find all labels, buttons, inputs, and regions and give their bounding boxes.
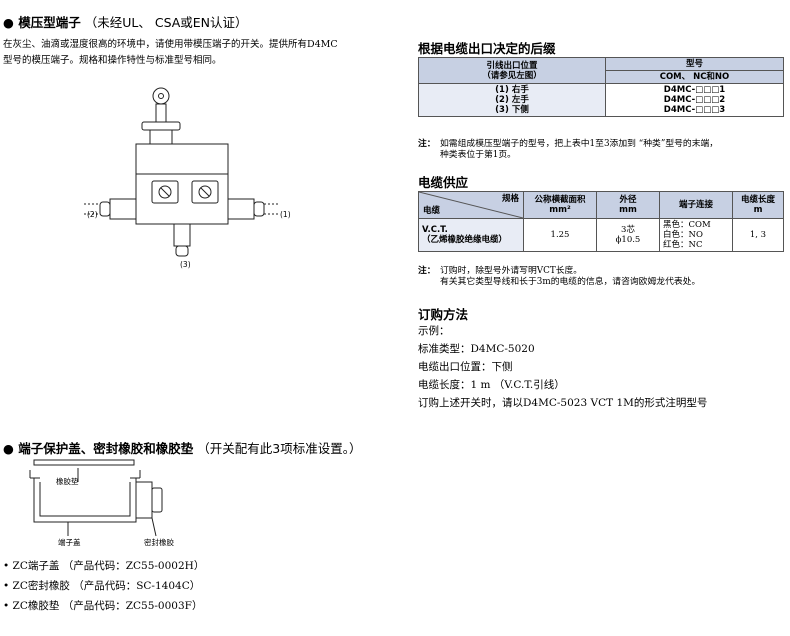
cable-head-term: 端子连接 — [659, 191, 733, 219]
cable-row-term-line1: 黑色：COM — [663, 220, 711, 230]
label-seal: 密封橡胶 — [144, 537, 174, 547]
cable-head-spec: 规格 — [501, 194, 519, 204]
cable-table: 规格 电缆 公称横截面积 mm² 外径 mm 端子连接 电缆长度 m V.C.T… — [418, 191, 784, 252]
label-cover: 端子盖 — [58, 537, 81, 547]
order-line-1: 示例： — [418, 325, 450, 337]
diagram-label-left: (2) — [87, 210, 98, 219]
order-line-5: 订购上述开关时，请以D4MC-5023 VCT 1M的形式注明型号 — [418, 397, 708, 409]
diagram-label-bottom: (3) — [180, 260, 191, 269]
cable-head-od-line2: mm — [619, 205, 637, 215]
suffix-head-position-line2: （请参见左图） — [482, 70, 542, 81]
cable-row-od: 3芯 ϕ10.5 — [596, 218, 660, 252]
roller-shape — [152, 87, 170, 105]
diagram-label-right: (1) — [280, 210, 291, 219]
cable-row-name-line1: V.C.T. — [422, 225, 448, 235]
suffix-model-3: D4MC-□□□3 — [663, 105, 726, 115]
section2-title-main: ● 端子保护盖、密封橡胶和橡胶垫 — [3, 441, 194, 456]
suffix-note-line2: 种类表位于第1页。 — [440, 150, 516, 160]
order-lines: 示例： 标准类型：D4MC-5020 电缆出口位置：下侧 电缆长度：1 m （V… — [418, 322, 707, 412]
section1-title: ● 模压型端子 （未经UL、 CSA或EN认证） — [3, 12, 248, 31]
cable-row-len: 1, 3 — [732, 218, 784, 252]
cable-row-area: 1.25 — [523, 218, 597, 252]
suffix-head-position: 引线出口位置 （请参见左图） — [418, 57, 606, 84]
order-line-4: 电缆长度：1 m （V.C.T.引线） — [418, 379, 565, 391]
cable-head-len-line1: 电缆长度 — [740, 195, 775, 205]
cable-head-area-line2: mm² — [549, 205, 571, 215]
accessory-item-1: • ZC端子盖 （产品代码：ZC55-0002H） — [3, 560, 205, 572]
suffix-pos-1: (1) 右手 — [495, 85, 529, 95]
order-line-3: 电缆出口位置：下侧 — [418, 361, 513, 373]
terminal-cover-diagram: 橡胶垫 端子盖 密封橡胶 — [29, 459, 174, 547]
section2-title: ● 端子保护盖、密封橡胶和橡胶垫 （开关配有此3项标准设置。） — [3, 438, 361, 457]
cable-head-area: 公称横截面积 mm² — [523, 191, 597, 219]
suffix-pos-2: (2) 左手 — [495, 95, 529, 105]
suffix-note-label: 注： — [418, 139, 436, 149]
cable-note-line1: 订购时，除型号外请写明VCT长度。 — [440, 266, 583, 276]
suffix-note: 注： 如需组成模压型端子的型号，把上表中1至3添加到 “种类”型号的末端， 种类… — [418, 139, 788, 161]
order-title: 订购方法 — [418, 307, 469, 322]
cable-head-len: 电缆长度 m — [732, 191, 784, 219]
label-gasket: 橡胶垫 — [56, 476, 79, 486]
suffix-model-2: D4MC-□□□2 — [663, 95, 726, 105]
cable-head-od-line1: 外径 — [619, 195, 637, 205]
cable-row-od-line2: ϕ10.5 — [615, 235, 641, 245]
section1-desc-line2: 型号的模压端子。规格和操作特性与标准型号相同。 — [3, 55, 222, 66]
section1-desc-line1: 在灰尘、油滴或湿度很高的环境中，请使用带模压端子的开关。提供所有D4MC — [3, 39, 338, 50]
cable-note-label: 注： — [418, 266, 436, 276]
cable-head-cable: 电缆 — [423, 206, 441, 216]
cable-title: 电缆供应 — [418, 175, 469, 190]
molded-terminal-diagram: (2) (1) (3) — [84, 87, 291, 269]
section1-description: 在灰尘、油滴或湿度很高的环境中，请使用带模压端子的开关。提供所有D4MC 型号的… — [3, 37, 398, 69]
cable-row-name: V.C.T. （乙烯橡胶绝缘电缆） — [418, 218, 524, 252]
cable-row-term-line3: 红色：NC — [663, 240, 703, 250]
cable-head-len-line2: m — [753, 205, 763, 215]
cable-note-line2: 有关其它类型导线和长于3m的电缆的信息，请咨询欧姆龙代表处。 — [440, 277, 701, 287]
suffix-head-model: 型号 — [605, 57, 784, 71]
cable-row-od-line1: 3芯 — [621, 225, 635, 235]
section1-title-paren: （未经UL、 CSA或EN认证） — [84, 15, 248, 30]
suffix-title: 根据电缆出口决定的后缀 — [418, 41, 556, 56]
cable-row-term-line2: 白色：NO — [663, 230, 703, 240]
section1-title-main: ● 模压型端子 — [3, 15, 81, 30]
cable-note: 注： 订购时，除型号外请写明VCT长度。 有关其它类型导线和长于3m的电缆的信息… — [418, 266, 788, 288]
suffix-pos-3: (3) 下侧 — [495, 105, 529, 115]
seal-shape — [135, 481, 153, 519]
suffix-table: 引线出口位置 （请参见左图） 型号 COM、 NC和NO (1) 右手 (2) … — [418, 57, 784, 117]
order-line-2: 标准类型：D4MC-5020 — [418, 343, 535, 355]
suffix-head-model-sub: COM、 NC和NO — [605, 70, 784, 84]
gasket-shape — [33, 459, 135, 466]
suffix-note-line1: 如需组成模压型端子的型号，把上表中1至3添加到 “种类”型号的末端， — [440, 139, 719, 149]
accessory-item-2: • ZC密封橡胶 （产品代码：SC-1404C） — [3, 580, 201, 592]
accessory-item-3: • ZC橡胶垫 （产品代码：ZC55-0003F） — [3, 600, 203, 612]
diagonal-line-icon — [419, 192, 523, 218]
cable-row-term: 黑色：COM 白色：NO 红色：NC — [659, 218, 733, 252]
suffix-models-cell: D4MC-□□□1 D4MC-□□□2 D4MC-□□□3 — [605, 83, 784, 117]
cable-head-corner: 规格 电缆 — [418, 191, 524, 219]
suffix-model-1: D4MC-□□□1 — [663, 85, 726, 95]
suffix-head-position-line1: 引线出口位置 — [486, 60, 538, 71]
suffix-positions-cell: (1) 右手 (2) 左手 (3) 下侧 — [418, 83, 606, 117]
accessory-list: • ZC端子盖 （产品代码：ZC55-0002H） • ZC密封橡胶 （产品代码… — [3, 556, 204, 616]
cable-row-name-line2: （乙烯橡胶绝缘电缆） — [422, 235, 508, 245]
cable-head-od: 外径 mm — [596, 191, 660, 219]
section2-title-paren: （开关配有此3项标准设置。） — [197, 441, 362, 456]
cable-head-area-line1: 公称横截面积 — [534, 195, 586, 205]
